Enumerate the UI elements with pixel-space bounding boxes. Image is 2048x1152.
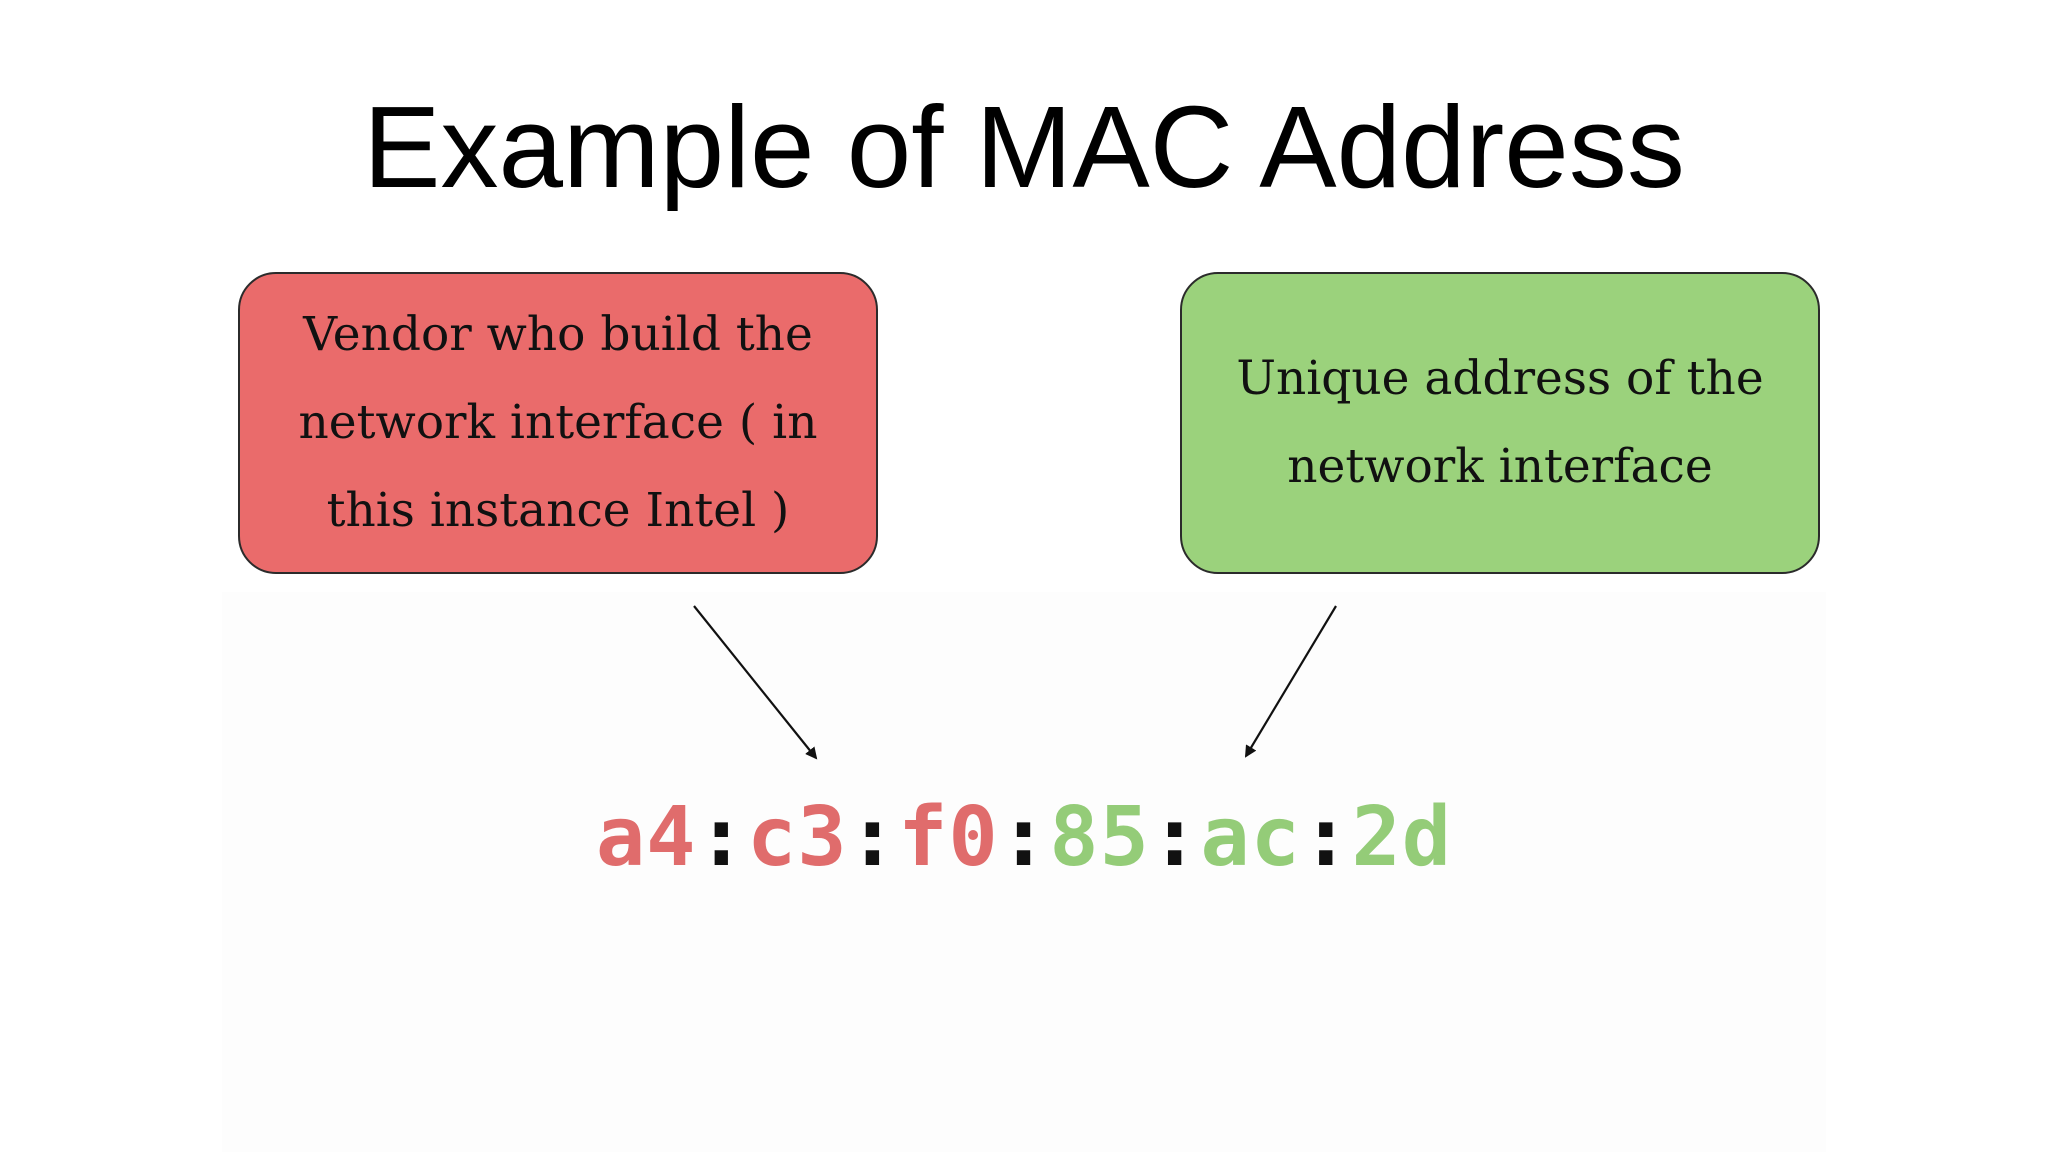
mac-separator: : — [1149, 790, 1201, 885]
figure-background — [222, 592, 1826, 1152]
mac-octet-1: a4 — [595, 790, 697, 885]
mac-octet-3: f0 — [898, 790, 999, 885]
mac-octet-6: 2d — [1351, 790, 1453, 885]
slide-title: Example of MAC Address — [363, 82, 1685, 212]
unique-callout-text: Unique address of the network interface — [1236, 351, 1764, 494]
mac-address: a4:c3:f0:85:ac:2d — [0, 790, 2048, 886]
vendor-arrow — [693, 605, 818, 760]
mac-separator: : — [1301, 790, 1352, 885]
mac-separator: : — [696, 790, 747, 885]
mac-separator: : — [847, 790, 899, 885]
unique-arrow — [1244, 605, 1337, 758]
vendor-callout-text: Vendor who build the network interface (… — [298, 307, 818, 538]
vendor-callout-box: Vendor who build the network interface (… — [238, 272, 878, 574]
mac-separator: : — [998, 790, 1050, 885]
mac-octet-4: 85 — [1049, 790, 1150, 885]
mac-octet-5: ac — [1200, 790, 1302, 885]
unique-callout-box: Unique address of the network interface — [1180, 272, 1820, 574]
mac-octet-2: c3 — [746, 790, 848, 885]
